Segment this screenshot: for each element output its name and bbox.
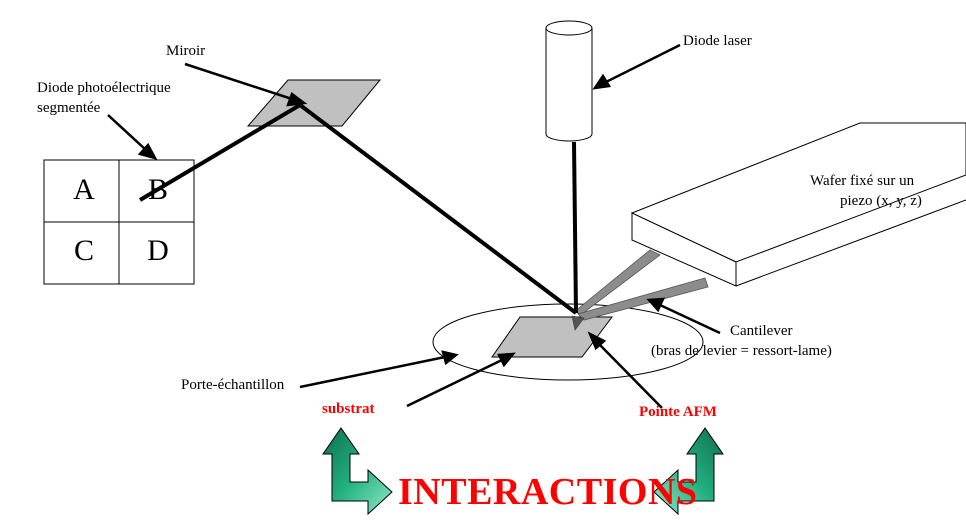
quadrant-a: A (73, 173, 95, 206)
quadrant-b: B (147, 173, 168, 206)
label-interactions: INTERACTIONS (398, 471, 698, 513)
label-wafer-line1: Wafer fixé sur un (810, 173, 915, 189)
label-porte-echantillon: Porte-échantillon (181, 377, 285, 393)
label-pointe-afm: Pointe AFM (639, 404, 717, 420)
quadrant-d: D (147, 234, 169, 267)
beam-laser-to-tip (572, 141, 578, 314)
beam-tip-to-mirror (298, 103, 578, 315)
mirror (246, 79, 382, 127)
interaction-arrow-left (322, 427, 393, 516)
cantilever-arm-front (577, 277, 709, 321)
label-cantilever-line2: (bras de levier = ressort-lame) (651, 343, 832, 359)
leader-arrows (107, 43, 721, 409)
afm-tip (571, 315, 585, 331)
label-photodiode-line1: Diode photoélectrique (37, 80, 171, 96)
label-diode-laser: Diode laser (683, 33, 752, 49)
label-photodiode-line2: segmentée (37, 100, 101, 116)
interaction-arrow-right (653, 427, 724, 516)
beam-mirror-to-photodiode (138, 103, 302, 202)
label-wafer-line2: piezo (x, y, z) (840, 193, 922, 209)
laser-diode (545, 20, 593, 142)
label-cantilever-line1: Cantilever (730, 323, 793, 339)
quadrant-c: C (73, 234, 94, 267)
label-substrat: substrat (322, 401, 375, 417)
label-miroir: Miroir (166, 43, 206, 59)
